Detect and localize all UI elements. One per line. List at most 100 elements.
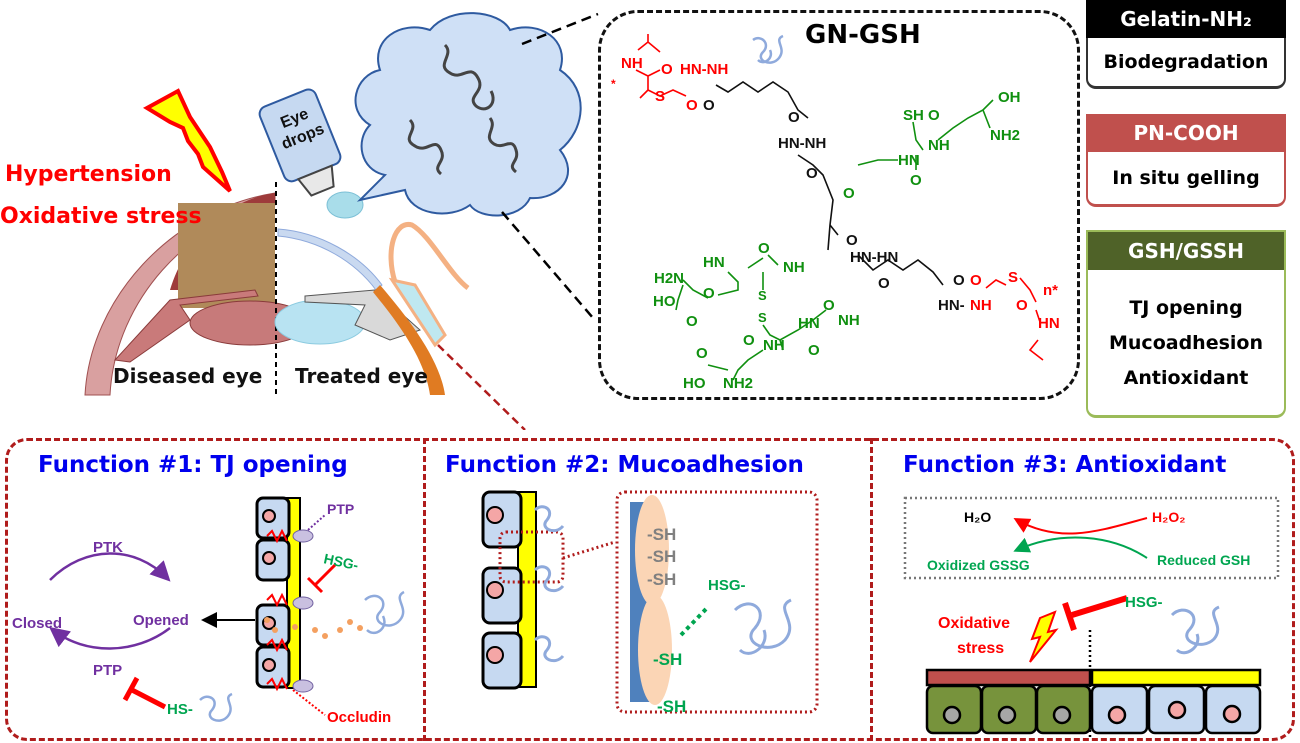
zoom-connector bbox=[562, 540, 616, 560]
polymer-icon bbox=[752, 34, 784, 64]
svg-text:O: O bbox=[843, 185, 855, 202]
svg-text:NH: NH bbox=[621, 55, 643, 72]
bottom-green-labels: O NH HN H2N O HO O S S O NH HN O NH O O … bbox=[653, 240, 860, 392]
treated-cornea bbox=[277, 228, 383, 291]
svg-text:O: O bbox=[661, 61, 673, 78]
function-3-diagram: H₂O H₂O₂ Oxidized GSSG Reduced GSH Oxida… bbox=[903, 496, 1280, 740]
svg-text:HO: HO bbox=[653, 293, 676, 310]
gel-layer-eye bbox=[388, 277, 447, 348]
cells bbox=[255, 496, 291, 689]
component-gelatin-name: Gelatin-NH₂ bbox=[1086, 0, 1286, 38]
h2o2-label: H₂O₂ bbox=[1152, 509, 1185, 525]
svg-text:O: O bbox=[928, 107, 940, 124]
ptp-arrow bbox=[49, 626, 171, 650]
svg-text:O: O bbox=[686, 313, 698, 330]
zoom-region bbox=[498, 530, 565, 584]
damaged-nuclei bbox=[942, 705, 1072, 725]
svg-text:-SH: -SH bbox=[647, 525, 676, 544]
svg-text:HN: HN bbox=[1038, 315, 1060, 332]
component-gsh-name: GSH/GSSH bbox=[1086, 230, 1286, 270]
connector-top bbox=[521, 12, 599, 46]
svg-text:O: O bbox=[953, 272, 965, 289]
svg-text:-SH: -SH bbox=[647, 570, 676, 589]
opened-label: Opened bbox=[133, 612, 189, 629]
nuclei bbox=[486, 506, 504, 664]
svg-text:O: O bbox=[758, 240, 770, 257]
svg-text:NH2: NH2 bbox=[990, 127, 1020, 144]
polymer-icon bbox=[199, 590, 405, 722]
bottom-green-bonds bbox=[675, 254, 827, 381]
eyelid bbox=[388, 222, 470, 291]
svg-text:NH: NH bbox=[763, 337, 785, 354]
treated-eye-label: Treated eye bbox=[295, 364, 428, 388]
diseased-chamber bbox=[178, 203, 275, 308]
damaged-mucus bbox=[925, 668, 1092, 687]
bottom-red-bonds bbox=[985, 277, 1044, 361]
h2o-label: H₂O bbox=[964, 509, 991, 525]
svg-text:HN: HN bbox=[703, 254, 725, 271]
svg-text:O: O bbox=[878, 275, 890, 292]
connector-bottom bbox=[501, 211, 594, 319]
svg-text:NH: NH bbox=[928, 137, 950, 154]
svg-text:-SH: -SH bbox=[657, 697, 686, 716]
hsg-inhibitor bbox=[313, 563, 337, 587]
hsg-label: HSG- bbox=[708, 577, 746, 594]
mucin-bottom bbox=[638, 595, 672, 705]
lightning-icon bbox=[143, 88, 232, 193]
svg-text:O: O bbox=[788, 109, 800, 126]
component-gsh: GSH/GSSH TJ opening Mucoadhesion Antioxi… bbox=[1086, 230, 1286, 418]
svg-text:O: O bbox=[970, 272, 982, 289]
function-1-title: Function #1: TJ opening bbox=[38, 452, 348, 478]
connector-panel bbox=[437, 344, 526, 430]
functions-panel bbox=[5, 438, 1295, 741]
healthy-mucus bbox=[1090, 668, 1262, 687]
gsh-arrow bbox=[1013, 536, 1148, 559]
svg-text:NH: NH bbox=[783, 259, 805, 276]
diseased-eye-label: Diseased eye bbox=[113, 364, 263, 388]
top-green-labels: SH O OH NH2 NH HN O O bbox=[843, 89, 1021, 202]
healthy-nuclei bbox=[1107, 700, 1242, 725]
top-black-labels: O O HN-NH O bbox=[703, 97, 826, 182]
svg-text:O: O bbox=[1016, 297, 1028, 314]
hypertension-label: Hypertension bbox=[5, 162, 172, 187]
svg-text:O: O bbox=[808, 342, 820, 359]
top-black-chain bbox=[715, 81, 834, 251]
component-pn-cooh: PN-COOH In situ gelling bbox=[1086, 114, 1286, 207]
gsh-label: Reduced GSH bbox=[1157, 552, 1250, 568]
ptk-arrow bbox=[49, 552, 171, 582]
ptp-label-top: PTP bbox=[327, 501, 354, 517]
green-sh-labels: -SH -SH bbox=[653, 650, 686, 716]
diseased-iris bbox=[113, 289, 259, 363]
component-pn-cooh-functions: In situ gelling bbox=[1086, 152, 1286, 207]
ptp-ovals bbox=[292, 529, 314, 693]
oxidative-stress-label-2: stress bbox=[957, 640, 1004, 657]
svg-text:*: * bbox=[611, 77, 616, 91]
svg-text:HN: HN bbox=[898, 152, 920, 169]
ptk-label: PTK bbox=[93, 539, 123, 556]
function-2-diagram: -SH -SH -SH -SH -SH HSG- bbox=[481, 490, 819, 716]
bottom-black-labels: O HN-HN O O HN- bbox=[846, 232, 965, 314]
hs-label: HS- bbox=[167, 701, 193, 718]
component-gelatin-function: Biodegradation bbox=[1103, 51, 1269, 73]
svg-text:HN-NH: HN-NH bbox=[680, 61, 728, 78]
panel-divider-1 bbox=[423, 438, 426, 741]
svg-text:O: O bbox=[743, 332, 755, 349]
component-gsh-function-tj: TJ opening bbox=[1129, 296, 1243, 319]
bottom-red-labels: NH O S n* O HN bbox=[970, 269, 1060, 332]
ptp-pointer bbox=[307, 514, 326, 531]
oxidative-stress-label-1: Oxidative bbox=[938, 615, 1010, 632]
function-3-title: Function #3: Antioxidant bbox=[903, 452, 1227, 478]
hsg-inhibitor-bar bbox=[1062, 602, 1077, 631]
svg-text:O: O bbox=[823, 297, 835, 314]
tight-junctions bbox=[266, 528, 288, 692]
svg-text:HN-HN: HN-HN bbox=[850, 249, 898, 266]
component-gsh-function-antioxidant: Antioxidant bbox=[1123, 366, 1249, 389]
svg-text:O: O bbox=[910, 172, 922, 189]
svg-text:HO: HO bbox=[683, 375, 706, 392]
panel-divider-2 bbox=[870, 438, 873, 741]
svg-text:SH: SH bbox=[903, 107, 924, 124]
component-pn-cooh-name: PN-COOH bbox=[1086, 114, 1286, 152]
zoom-detail-box bbox=[615, 490, 819, 714]
treated-sclera bbox=[373, 285, 445, 395]
gssg-label: Oxidized GSSG bbox=[927, 557, 1030, 573]
